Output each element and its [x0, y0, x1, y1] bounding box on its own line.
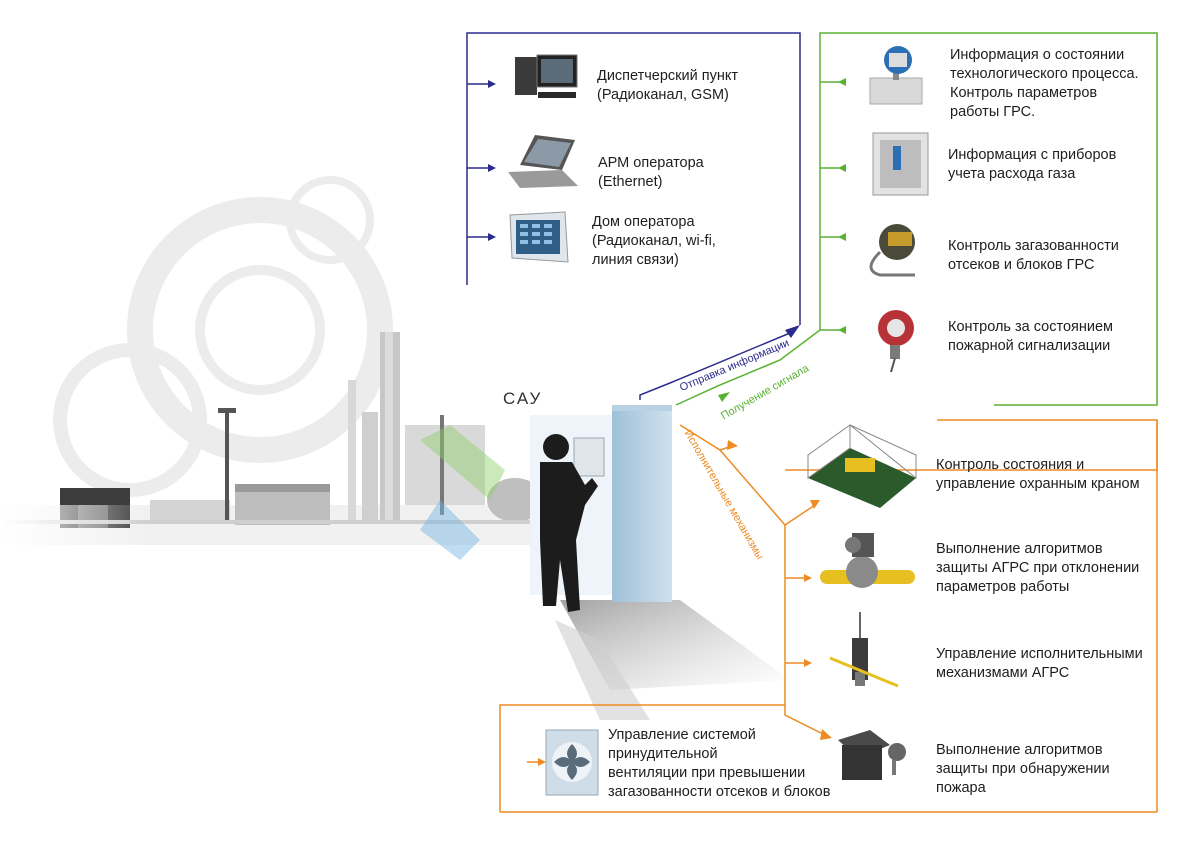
input-arrowheads: [718, 78, 846, 402]
actuator-connector: [499, 419, 1158, 813]
actuator-text-actuator-control: Управление исполнительными механизмами А…: [936, 646, 1143, 681]
actuator-arrowheads: [538, 440, 832, 766]
actuator-text-protection-algorithms: Выполнение алгоритмов защиты АГРС при от…: [936, 541, 1140, 595]
actuator-icon: [829, 612, 899, 688]
output-text-operator-workstation: АРМ оператора (Ethernet): [598, 155, 704, 190]
output-text-operator-house: Дом оператора (Радиоканал, wi-fi, линия …: [592, 214, 716, 268]
cabinet-shadow: [560, 600, 790, 690]
flow-meter-cabinet-icon: [872, 132, 929, 196]
gas-station-plant: [0, 332, 600, 555]
fire-detector-icon: [878, 310, 914, 373]
gas-detector-icon: [869, 224, 915, 277]
input-text-process-state: Информация о состоянии технологического …: [950, 47, 1139, 120]
security-valve-icon: [807, 424, 917, 508]
actuator-text-ventilation: Управление системой принудительной венти…: [608, 727, 831, 800]
cabinet-label: САУ: [503, 389, 543, 408]
fire-actuator-icon: [838, 730, 906, 780]
laptop-icon: [508, 135, 578, 188]
output-arrowheads: [488, 80, 800, 338]
ball-valve-icon: [820, 533, 915, 588]
operator-panel-icon: [509, 211, 569, 263]
input-text-gas-metering: Информация с приборов учета расхода газа: [948, 147, 1117, 182]
input-text-fire-alarm: Контроль за состоянием пожарной сигнализ…: [948, 319, 1114, 354]
output-text-dispatch: Диспетчерский пункт (Радиоканал, GSM): [597, 68, 739, 103]
input-text-gas-contamination: Контроль загазованности отсеков и блоков…: [948, 238, 1119, 273]
signal-arrows: [420, 425, 505, 560]
output-connector: [466, 32, 801, 400]
actuator-text-fire-protection: Выполнение алгоритмов защиты при обнаруж…: [936, 742, 1110, 796]
pressure-transmitter-icon: [869, 46, 923, 105]
operator-silhouette: [540, 434, 598, 612]
background-gears: [53, 176, 393, 497]
desktop-computer-icon: [515, 54, 578, 98]
ventilation-fan-icon: [545, 729, 599, 796]
actuator-text-security-valve: Контроль состояния и управление охранным…: [936, 457, 1140, 492]
